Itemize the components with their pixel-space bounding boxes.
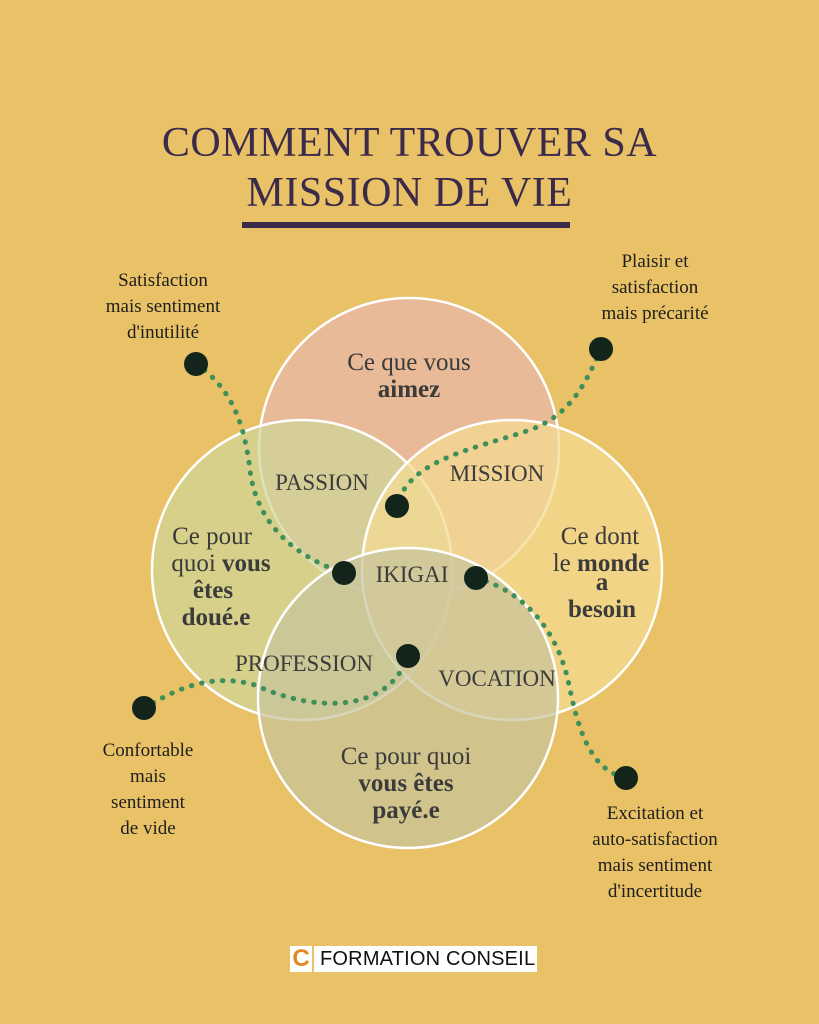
connector-lines [141,346,629,781]
note-line: Confortable [102,740,194,761]
note-line: Plaisir et [621,251,689,272]
label-doue-line1: Ce pour [172,523,253,550]
label-monde-line2: le monde [553,550,650,577]
note-bottom-left: Confortable mais sentiment de vide [68,738,228,842]
note-line: mais sentiment [597,855,713,876]
note-line: satisfaction [611,277,699,298]
connector-profession [141,653,411,711]
label-mission: MISSION [450,461,545,486]
note-top-right: Plaisir et satisfaction mais précarité [560,249,750,327]
label-passion: PASSION [275,470,369,495]
logo-text: FORMATION CONSEIL [320,947,536,970]
note-line: auto-satisfaction [592,829,718,850]
label-doue-quoi: quoi [171,550,216,577]
label-monde-line4: besoin [568,596,636,623]
dot-mission [385,494,409,518]
note-line: de vide [120,818,176,839]
label-monde-line1: Ce dont [561,523,640,550]
dot-vocation [464,566,488,590]
page-title: COMMENT TROUVER SA MISSION DE VIE [0,118,819,218]
connector-mission [394,346,604,508]
note-line: Satisfaction [118,270,208,291]
label-monde-monde: monde [577,550,649,577]
label-aimez-light: Ce que vous [347,349,471,376]
note-bottom-right: Excitation et auto-satisfaction mais sen… [555,801,755,905]
circle-paye [256,546,560,850]
note-line: mais [130,766,166,787]
note-line: d'inutilité [126,322,200,343]
dot-top-right [589,337,613,361]
dot-passion [332,561,356,585]
note-line: d'incertitude [607,881,703,902]
label-ikigai: IKIGAI [376,562,449,587]
label-paye-light: Ce pour quoi [341,743,472,770]
note-line: sentiment [111,792,185,813]
label-monde-le: le [553,550,571,577]
label-doue-line3: êtes [193,577,234,604]
note-top-left: Satisfaction mais sentiment d'inutilité [68,268,258,346]
dot-profession [396,644,420,668]
connector-passion [193,361,347,576]
dot-top-left [184,352,208,376]
connector-vocation [473,575,629,781]
label-monde-line3: a [596,569,609,596]
label-doue-vous: vous [222,550,271,577]
dot-bottom-left [132,696,156,720]
title-underline [242,222,570,228]
label-doue-line4: doué.e [182,604,251,631]
label-vocation: VOCATION [438,666,556,691]
marker-dots [132,337,638,790]
note-line: mais précarité [601,303,709,324]
title-line-2: MISSION DE VIE [246,170,573,216]
logo-mark: C [290,945,314,972]
note-line: mais sentiment [105,296,221,317]
note-line: Excitation et [606,803,704,824]
label-doue-line2: quoi vous [171,550,271,577]
dot-bottom-right [614,766,638,790]
label-aimez-bold: aimez [378,376,440,403]
formation-conseil-logo: C FORMATION CONSEIL [290,945,538,972]
label-profession: PROFESSION [235,651,373,676]
label-paye-bold2: payé.e [372,797,439,824]
label-paye-bold1: vous êtes [358,770,453,797]
title-line-1: COMMENT TROUVER SA [161,120,658,166]
